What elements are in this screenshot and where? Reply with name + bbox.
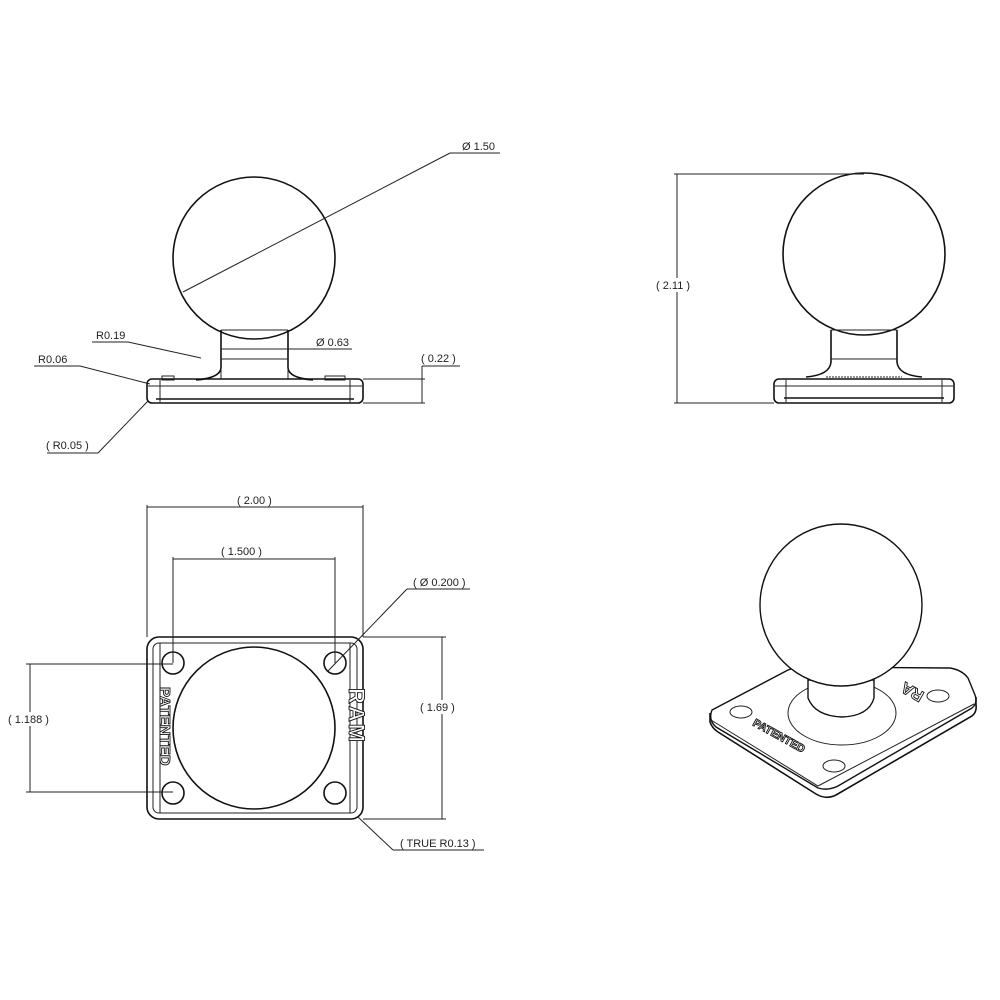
ball-outline	[172, 176, 336, 340]
iso-mount-hole	[926, 689, 950, 703]
iso-base-edge	[709, 697, 977, 799]
hole-spacing-x-label: ( 1.500 )	[221, 546, 262, 558]
hole-spacing-y-label: ( 1.188 )	[8, 714, 49, 726]
corner-radius-label: ( TRUE R0.13 )	[400, 838, 476, 850]
front-view: Ø 1.50 Ø 0.63 R0.19 R0.06 ( R0.05 ) ( 0.…	[34, 141, 500, 454]
top-plate-outline	[146, 636, 364, 820]
top-view: PATENTED RAM ( 2.00 ) ( 1.500 ) ( Ø 0.20…	[6, 495, 484, 851]
iso-ball	[759, 523, 923, 687]
isometric-view: PATENTED RA	[709, 523, 977, 799]
hole-diameter-label: ( Ø 0.200 )	[413, 577, 466, 589]
hole-diameter-leader	[327, 588, 408, 672]
iso-mount-hole	[822, 759, 846, 773]
side-view: ( 2.11 )	[654, 172, 955, 404]
side-ball-outline	[782, 172, 946, 336]
iso-mount-hole	[729, 705, 753, 719]
iso-neck	[807, 679, 875, 718]
bottom-radius-label: ( R0.05 )	[46, 440, 89, 452]
side-base-outline	[773, 378, 955, 404]
corner-radius-leader	[357, 816, 394, 851]
patented-emboss: PATENTED	[156, 687, 173, 766]
bottom-radius-leader	[97, 400, 149, 454]
fillet-radius-leader	[127, 341, 202, 359]
mount-hole	[161, 781, 185, 805]
neck-outline	[195, 330, 314, 381]
ram-emboss: RAM	[344, 688, 369, 744]
overall-width-label: ( 2.00 )	[237, 495, 272, 507]
side-neck-outline	[805, 330, 923, 378]
base-plate-outline	[146, 378, 364, 404]
overall-depth-label: ( 1.69 )	[420, 702, 455, 714]
overall-height-label: ( 2.11 )	[656, 280, 690, 292]
ball-diameter-label: Ø 1.50	[462, 141, 495, 153]
fillet-radius-label: R0.19	[96, 330, 125, 342]
top-ball-outline	[172, 646, 336, 810]
neck-diameter-label: Ø 0.63	[316, 337, 349, 349]
base-thickness-label: ( 0.22 )	[421, 353, 456, 365]
edge-radius-label: R0.06	[38, 354, 67, 366]
edge-radius-leader	[79, 365, 151, 385]
mount-hole	[323, 781, 347, 805]
ball-diameter-leader	[182, 152, 451, 293]
